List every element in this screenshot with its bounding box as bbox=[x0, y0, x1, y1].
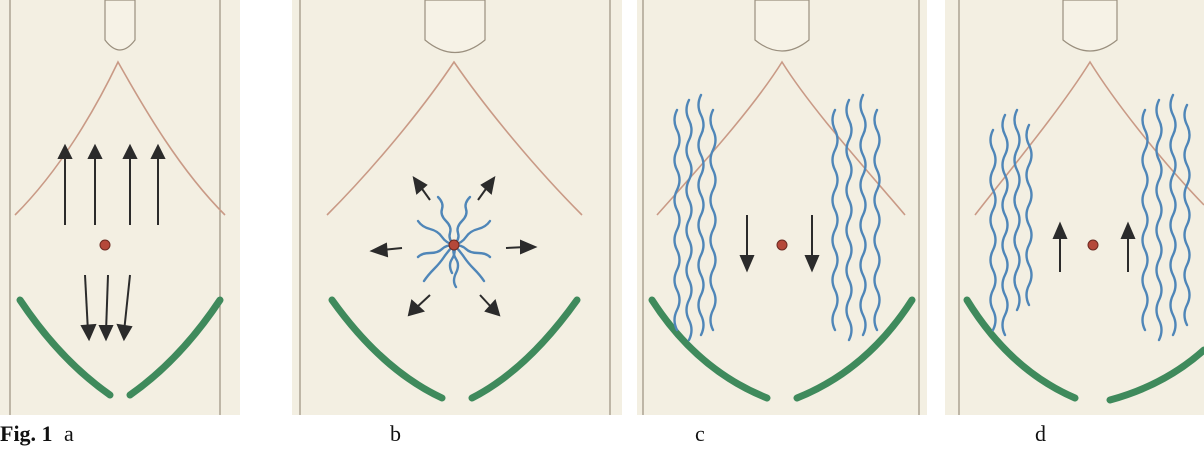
panel-b bbox=[292, 0, 622, 415]
panel-label-a: a bbox=[64, 419, 74, 449]
panel-label-b: b bbox=[390, 419, 401, 449]
panel-label-c: c bbox=[695, 419, 705, 449]
panel-label-d: d bbox=[1035, 419, 1046, 449]
figure-panels bbox=[0, 0, 1204, 415]
torso-illustration-a bbox=[0, 0, 240, 415]
panel-c bbox=[637, 0, 927, 415]
torso-illustration-b bbox=[292, 0, 622, 415]
panel-a bbox=[0, 0, 240, 415]
torso-illustration-d bbox=[945, 0, 1204, 415]
figure-caption: Fig. 1 a b c d bbox=[0, 415, 1204, 453]
figure-label: Fig. 1 bbox=[0, 419, 53, 449]
torso-illustration-c bbox=[637, 0, 927, 415]
panel-d bbox=[945, 0, 1204, 415]
